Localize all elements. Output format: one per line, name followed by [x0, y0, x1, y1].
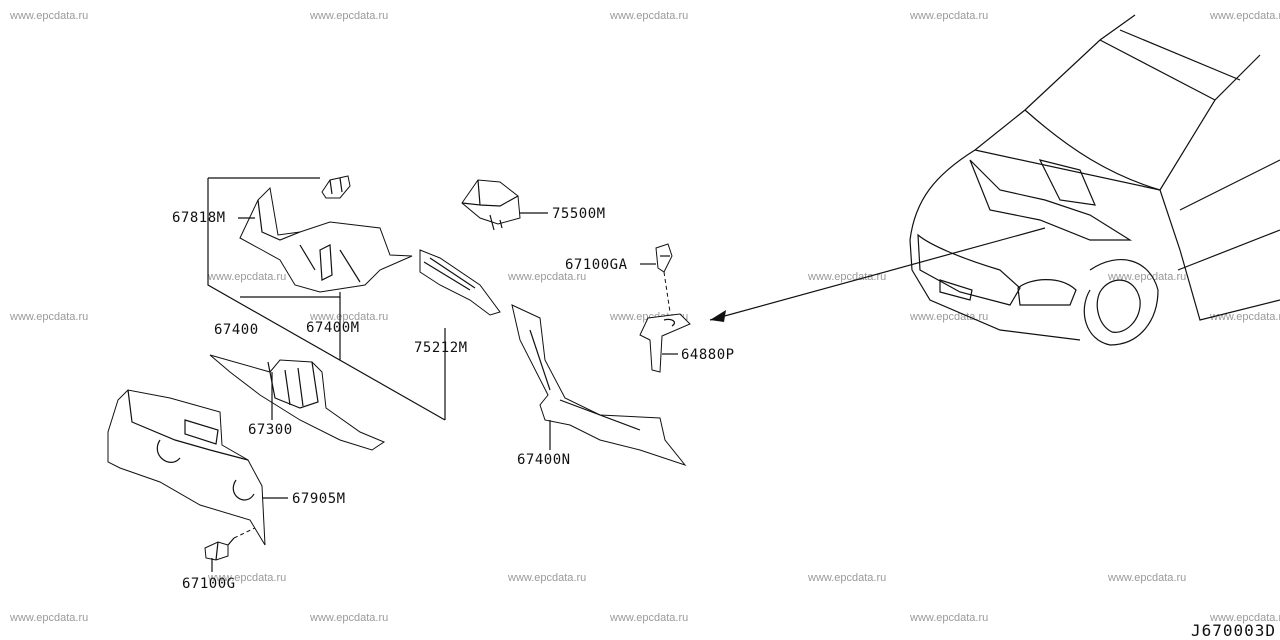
- label-67818M: 67818M: [172, 210, 226, 226]
- label-67400M: 67400M: [306, 320, 360, 336]
- watermark: www.epcdata.ru: [910, 612, 989, 624]
- watermark: www.epcdata.ru: [910, 10, 989, 22]
- label-64880P: 64880P: [681, 347, 735, 363]
- vehicle-outline-drawing: [909, 14, 1280, 346]
- label-75500M: 75500M: [552, 206, 606, 222]
- watermark: www.epcdata.ru: [10, 612, 89, 624]
- leader-67100GA-dashed: [663, 271, 671, 313]
- watermark: www.epcdata.ru: [508, 572, 587, 584]
- label-75212M: 75212M: [414, 340, 468, 356]
- part-75212M-drawing: [419, 249, 501, 316]
- label-67400: 67400: [214, 322, 259, 338]
- part-67100GA-drawing: [655, 243, 673, 273]
- part-67818M-clip-drawing: [321, 175, 351, 199]
- watermark: www.epcdata.ru: [208, 572, 287, 584]
- watermark: www.epcdata.ru: [1108, 271, 1187, 283]
- watermark: www.epcdata.ru: [610, 10, 689, 22]
- watermark: www.epcdata.ru: [508, 271, 587, 283]
- part-67300-drawing: [209, 354, 386, 451]
- watermark: www.epcdata.ru: [310, 10, 389, 22]
- label-67300: 67300: [248, 422, 293, 438]
- part-67400N-drawing: [511, 304, 687, 467]
- watermark: www.epcdata.ru: [208, 271, 287, 283]
- watermark: www.epcdata.ru: [1210, 311, 1280, 323]
- leader-67100G-dashed: [233, 527, 256, 539]
- part-75500M-drawing: [461, 179, 521, 231]
- label-67100GA: 67100GA: [565, 257, 628, 273]
- watermark: www.epcdata.ru: [10, 10, 89, 22]
- location-arrow: [709, 227, 1046, 322]
- watermark: www.epcdata.ru: [1108, 572, 1187, 584]
- watermark: www.epcdata.ru: [808, 271, 887, 283]
- label-67100G: 67100G: [182, 576, 236, 592]
- watermark: www.epcdata.ru: [1210, 10, 1280, 22]
- part-67905M-drawing: [107, 389, 266, 546]
- watermark: www.epcdata.ru: [310, 612, 389, 624]
- watermark: www.epcdata.ru: [10, 311, 89, 323]
- label-67905M: 67905M: [292, 491, 346, 507]
- watermark: www.epcdata.ru: [610, 612, 689, 624]
- diagram-code: J670003D: [1190, 621, 1276, 640]
- watermark: www.epcdata.ru: [910, 311, 989, 323]
- watermark: www.epcdata.ru: [310, 311, 389, 323]
- part-67100G-drawing: [204, 537, 235, 561]
- label-67400N: 67400N: [517, 452, 571, 468]
- watermark: www.epcdata.ru: [1210, 612, 1280, 624]
- leader-lines: [207, 177, 678, 572]
- watermark: www.epcdata.ru: [808, 572, 887, 584]
- part-67400M-drawing: [239, 186, 413, 293]
- part-64880P-drawing: [639, 313, 691, 373]
